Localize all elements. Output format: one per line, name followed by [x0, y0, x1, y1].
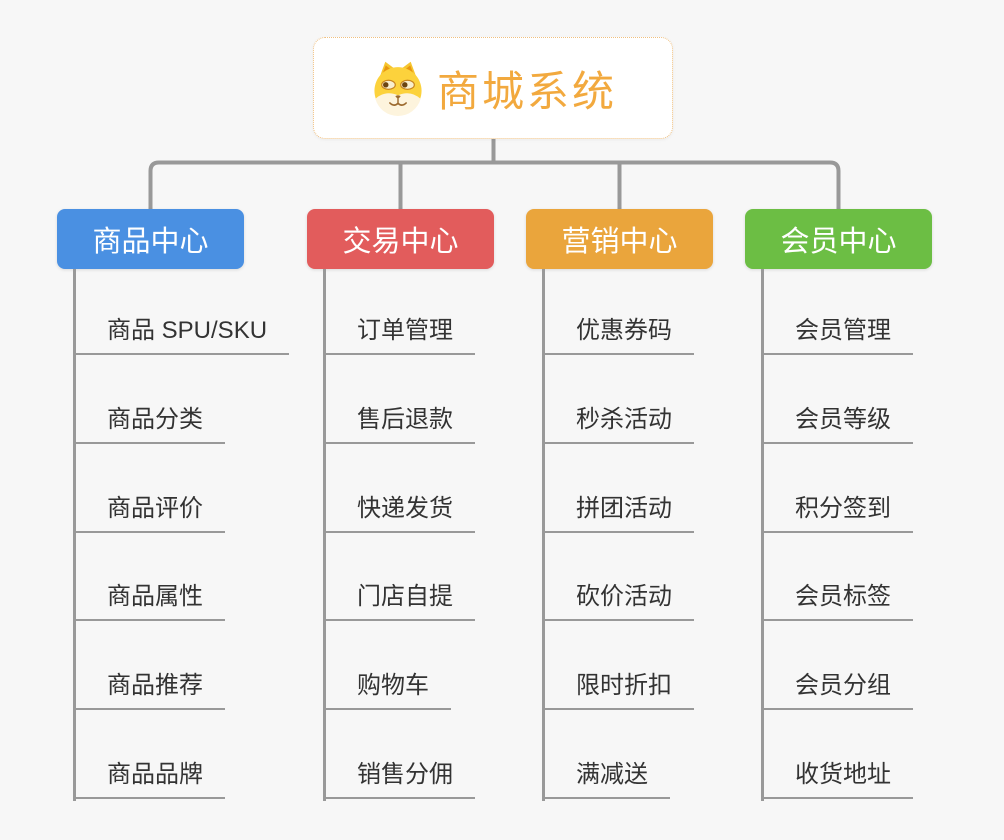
- leaf-node[interactable]: 会员管理: [761, 310, 913, 355]
- root-node[interactable]: 商城系统: [313, 37, 673, 139]
- branch-box-product-center[interactable]: 商品中心: [57, 209, 244, 269]
- leaf-node[interactable]: 商品分类: [73, 399, 225, 444]
- leaf-node[interactable]: 秒杀活动: [542, 399, 694, 444]
- leaf-node[interactable]: 会员分组: [761, 665, 913, 710]
- leaf-node[interactable]: 会员标签: [761, 576, 913, 621]
- branch-box-marketing-center[interactable]: 营销中心: [526, 209, 713, 269]
- leaf-node[interactable]: 优惠券码: [542, 310, 694, 355]
- dog-face-icon: [374, 61, 422, 116]
- leaf-node[interactable]: 积分签到: [761, 488, 913, 533]
- branch-box-trade-center[interactable]: 交易中心: [307, 209, 494, 269]
- root-title: 商城系统: [436, 67, 617, 115]
- leaf-node[interactable]: 商品品牌: [73, 754, 225, 799]
- leaf-node[interactable]: 销售分佣: [323, 754, 475, 799]
- branch-column-member: 会员管理 会员等级 积分签到 会员标签 会员分组 收货地址: [761, 269, 1001, 803]
- leaf-node[interactable]: 门店自提: [323, 576, 475, 621]
- leaf-node[interactable]: 商品推荐: [73, 665, 225, 710]
- leaf-node[interactable]: 满减送: [542, 754, 670, 799]
- leaf-node[interactable]: 商品 SPU/SKU: [73, 310, 290, 355]
- leaf-node[interactable]: 商品评价: [73, 488, 225, 533]
- branch-column-trade: 订单管理 售后退款 快递发货 门店自提 购物车 销售分佣: [323, 269, 563, 803]
- leaf-node[interactable]: 限时折扣: [542, 665, 694, 710]
- leaf-node[interactable]: 收货地址: [761, 754, 913, 799]
- leaf-node[interactable]: 售后退款: [323, 399, 475, 444]
- leaf-node[interactable]: 购物车: [323, 665, 451, 710]
- branch-box-member-center[interactable]: 会员中心: [745, 209, 932, 269]
- leaf-node[interactable]: 砍价活动: [542, 576, 694, 621]
- leaf-node[interactable]: 会员等级: [761, 399, 913, 444]
- leaf-node[interactable]: 商品属性: [73, 576, 225, 621]
- branch-column-marketing: 优惠券码 秒杀活动 拼团活动 砍价活动 限时折扣 满减送: [542, 269, 782, 803]
- leaf-node[interactable]: 拼团活动: [542, 488, 694, 533]
- branch-column-product: 商品 SPU/SKU 商品分类 商品评价 商品属性 商品推荐 商品品牌: [73, 269, 313, 803]
- tree-connector: [148, 139, 841, 209]
- leaf-node[interactable]: 订单管理: [323, 310, 475, 355]
- leaf-node[interactable]: 快递发货: [323, 488, 475, 533]
